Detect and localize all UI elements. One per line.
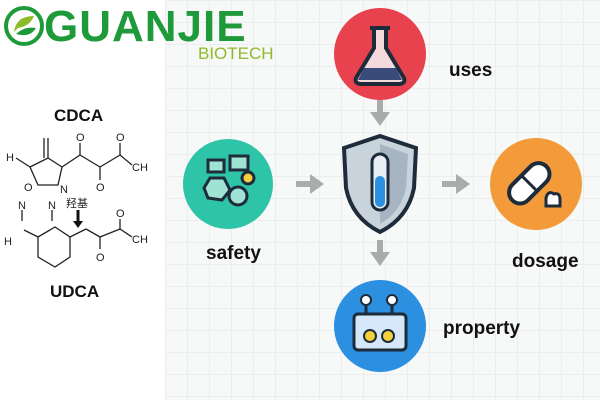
atom-h: H xyxy=(6,152,14,164)
transform-label: 羟基 xyxy=(66,196,88,210)
property-label: property xyxy=(443,318,521,339)
atom-n: N xyxy=(60,184,68,196)
atom-o: O xyxy=(96,252,105,264)
pill-icon xyxy=(490,138,582,230)
atom-n: N xyxy=(48,200,56,212)
atom-n: N xyxy=(18,200,26,212)
flask-icon xyxy=(334,8,426,100)
udca-label: UDCA xyxy=(50,282,100,301)
logo-name: GUANJIE xyxy=(44,2,247,51)
molecule-icon xyxy=(183,139,273,229)
atom-ch: CH xyxy=(132,162,148,174)
atom-o: O xyxy=(116,208,125,220)
chemical-structures: H O N O O O CH H N N O O CH 羟基 xyxy=(4,132,148,268)
atom-h: H xyxy=(4,236,12,248)
atom-o: O xyxy=(96,182,105,194)
safety-label: safety xyxy=(206,243,261,264)
atom-o: O xyxy=(116,132,125,144)
atom-o: O xyxy=(24,182,33,194)
uses-label: uses xyxy=(449,60,493,81)
atom-ch: CH xyxy=(132,234,148,246)
logo-leaf-icon xyxy=(4,6,44,46)
circuit-icon xyxy=(334,280,426,372)
atom-o: O xyxy=(76,132,85,144)
logo-subtitle: BIOTECH xyxy=(198,44,274,63)
cdca-label: CDCA xyxy=(54,106,104,125)
dosage-label: dosage xyxy=(512,251,579,272)
shield-test-tube-icon xyxy=(341,133,419,235)
